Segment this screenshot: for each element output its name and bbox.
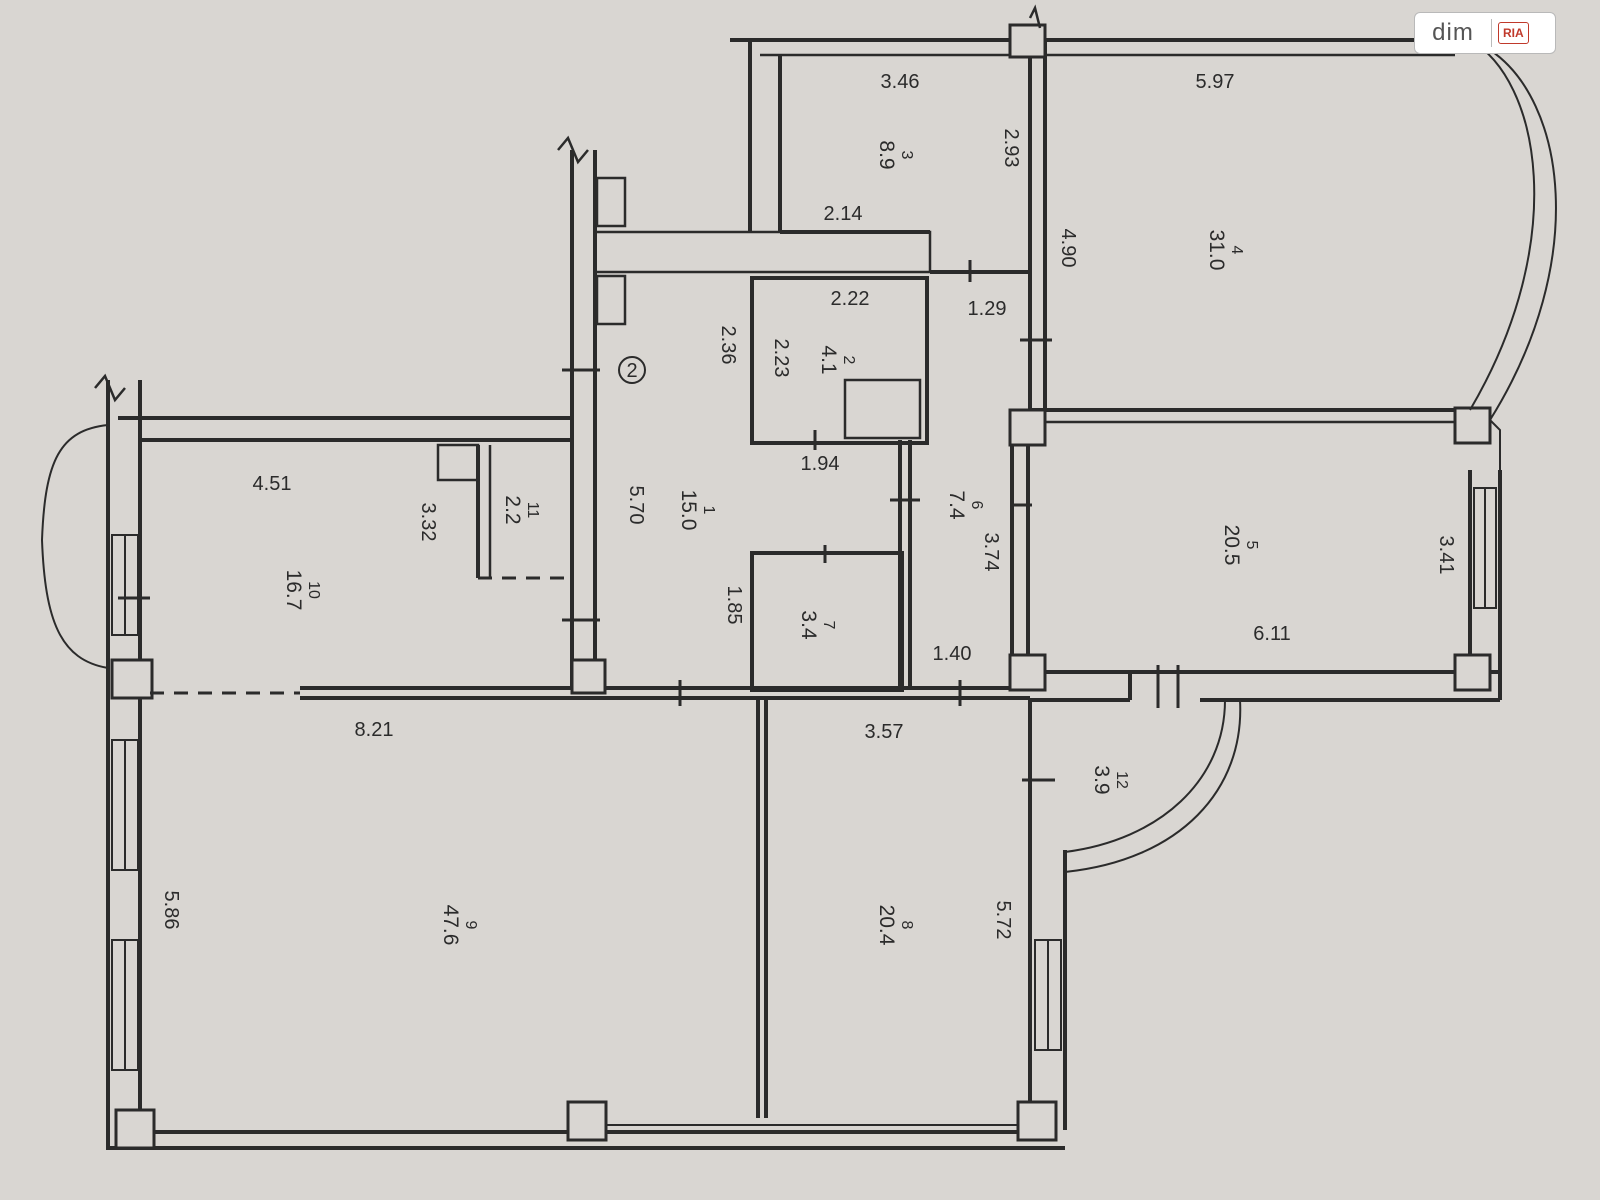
- room-labels: 1 15.0 2 4.1 3 8.9 4 31.0 5 20.5 6 7.4 7…: [282, 140, 1260, 945]
- room-8-number: 8: [898, 921, 915, 930]
- dimension-label: 2.23: [770, 339, 792, 378]
- room-6-number: 6: [968, 501, 985, 510]
- room-3-number: 3: [898, 151, 915, 160]
- room-1-area: 15.0: [677, 490, 700, 531]
- dimension-label: 1.85: [723, 586, 745, 625]
- dimension-label: 3.46: [881, 71, 920, 93]
- dimension-label: 5.86: [160, 891, 182, 930]
- dimension-label: 2.22: [831, 288, 870, 310]
- dimension-label: 1.29: [968, 298, 1007, 320]
- dimension-label: 5.97: [1196, 71, 1235, 93]
- room-7-area: 3.4: [797, 610, 820, 640]
- room-8-area: 20.4: [875, 905, 898, 946]
- room-11-area: 2.2: [501, 495, 524, 524]
- dimension-label: 2.36: [717, 326, 739, 365]
- dimension-label: 2.93: [1000, 129, 1022, 168]
- vent-shaft: [595, 176, 627, 228]
- room-6-area: 7.4: [945, 490, 968, 520]
- dimension-label: 8.21: [355, 719, 394, 741]
- dimension-label: 1.40: [933, 643, 972, 665]
- watermark-logo: dim RIA: [1414, 12, 1556, 54]
- windows: [40, 39, 1557, 1126]
- break-mark: [94, 373, 126, 403]
- structural-piers: [110, 23, 1492, 1150]
- dimension-label: 4.51: [253, 473, 292, 495]
- room-11-number: 11: [524, 502, 541, 519]
- room-4-number: 4: [1228, 246, 1245, 255]
- room-9-area: 47.6: [439, 905, 462, 946]
- break-mark: [557, 135, 589, 165]
- room-1-number: 1: [700, 506, 717, 515]
- room-2-area: 4.1: [817, 345, 840, 374]
- dimension-label: 3.74: [980, 533, 1002, 572]
- dimension-label: 4.90: [1057, 229, 1079, 268]
- room-10-area: 16.7: [282, 570, 305, 611]
- dimension-label: 3.32: [417, 503, 439, 542]
- dimension-label: 6.11: [1253, 623, 1290, 645]
- dimension-label: 3.41: [1435, 536, 1457, 575]
- room-4-area: 31.0: [1205, 230, 1228, 271]
- watermark-divider: [1491, 19, 1492, 47]
- room-2-number: 2: [840, 356, 857, 365]
- dimension-label: 5.70: [625, 486, 647, 525]
- room-3-area: 8.9: [875, 140, 898, 169]
- vent-shaft: [595, 274, 627, 326]
- room-10-number: 10: [305, 581, 322, 599]
- section-marker: 2: [626, 360, 637, 382]
- break-mark: [1028, 4, 1042, 29]
- dimension-labels: 3.46 5.97 2.14 2.22 1.29 1.94 4.51 6.11 …: [160, 71, 1457, 939]
- door-ticks: [118, 260, 1180, 782]
- walls: [106, 38, 1502, 1150]
- room-5-number: 5: [1243, 541, 1260, 550]
- dimension-label: 5.72: [992, 901, 1014, 940]
- room-12-area: 3.9: [1090, 765, 1113, 794]
- room-9-number: 9: [462, 921, 479, 930]
- section-marker-circle: [618, 356, 646, 384]
- room-7-number: 7: [820, 621, 837, 630]
- dimension-label: 1.94: [801, 453, 840, 475]
- watermark-text-dim: dim: [1432, 19, 1474, 46]
- dimension-label: 3.57: [865, 721, 904, 743]
- room-5-area: 20.5: [1220, 525, 1243, 566]
- room-12-number: 12: [1113, 771, 1130, 789]
- watermark-text-ria: RIA: [1498, 22, 1529, 44]
- dimension-label: 2.14: [824, 203, 863, 225]
